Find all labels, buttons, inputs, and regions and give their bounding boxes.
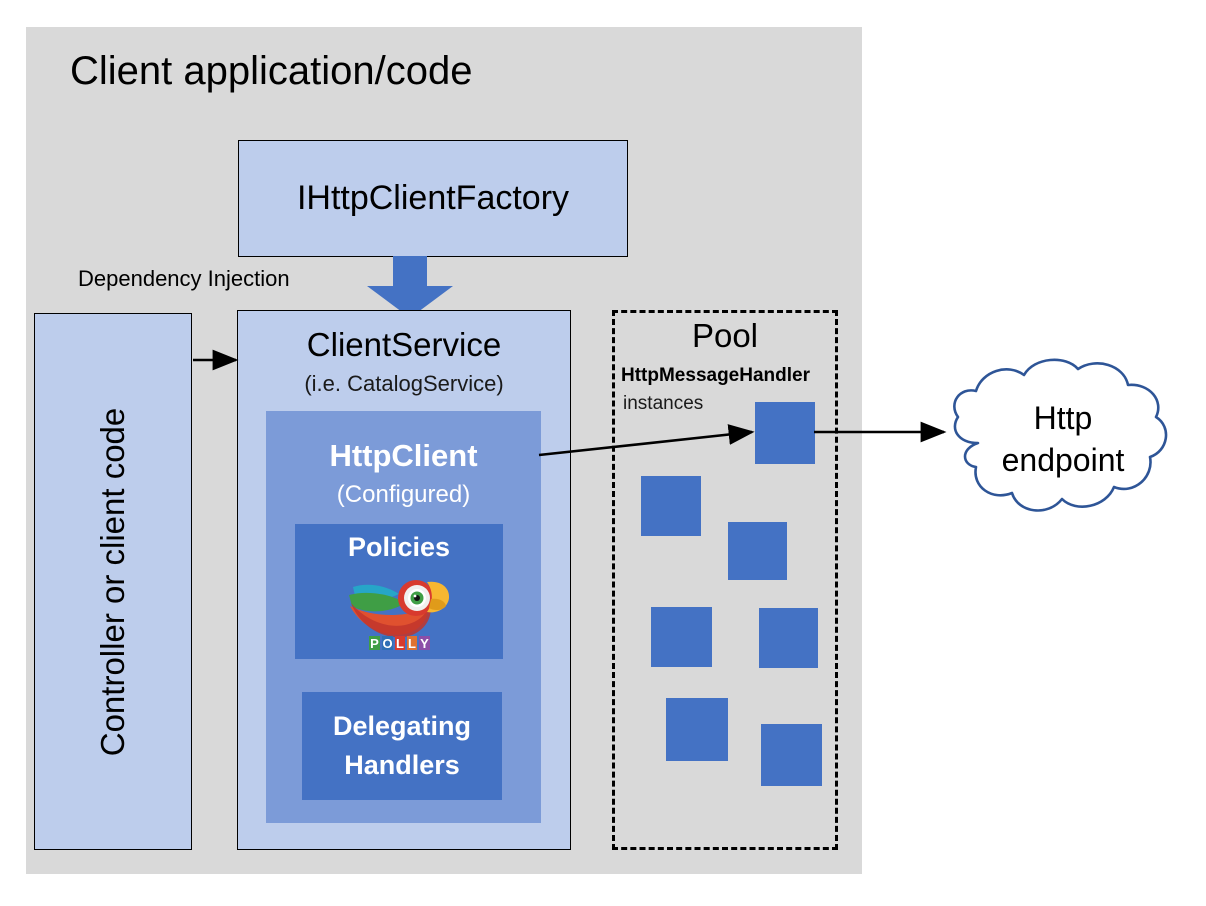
down-block-arrow-icon bbox=[367, 256, 453, 318]
dependency-injection-label: Dependency Injection bbox=[78, 266, 290, 291]
httpclient-subtitle: (Configured) bbox=[336, 481, 471, 508]
clientservice-subtitle: (i.e. CatalogService) bbox=[304, 371, 504, 396]
svg-text:P: P bbox=[370, 636, 379, 651]
ihttpclientfactory-box: IHttpClientFactory bbox=[238, 140, 628, 257]
clientservice-box: ClientService (i.e. CatalogService) Http… bbox=[237, 310, 571, 850]
svg-text:L: L bbox=[408, 636, 416, 651]
polly-parrot-logo-icon: P O L L Y bbox=[347, 570, 451, 652]
pool-subtitle-plain: instances bbox=[623, 393, 704, 414]
delegating-handlers-box: Delegating Handlers bbox=[302, 692, 502, 800]
policies-title: Policies bbox=[347, 532, 451, 562]
httpmessagehandler-instance bbox=[641, 476, 701, 536]
clientservice-title: ClientService bbox=[306, 326, 502, 363]
http-endpoint-line1: Http bbox=[1033, 400, 1093, 437]
httpmessagehandler-instance bbox=[728, 522, 787, 580]
httpmessagehandler-instance bbox=[651, 607, 712, 667]
httpmessagehandler-instance bbox=[755, 402, 815, 464]
svg-text:L: L bbox=[396, 636, 404, 651]
http-endpoint-line2: endpoint bbox=[1001, 442, 1125, 478]
http-endpoint-label: Http endpoint bbox=[938, 355, 1188, 525]
policies-box: Policies bbox=[295, 524, 503, 659]
pool-title: Pool bbox=[691, 317, 759, 354]
httpmessagehandler-instance bbox=[666, 698, 728, 761]
pool-subtitle-bold: HttpMessageHandler bbox=[621, 365, 810, 386]
http-endpoint-cloud: Http endpoint bbox=[938, 355, 1188, 525]
httpclient-box: HttpClient (Configured) Policies bbox=[266, 411, 541, 823]
pool-box: Pool HttpMessageHandler instances bbox=[612, 310, 838, 850]
delegating-handlers-line2: Handlers bbox=[344, 750, 460, 780]
controller-or-client-code-label: Controller or client code bbox=[94, 407, 131, 756]
svg-text:O: O bbox=[382, 636, 392, 651]
svg-text:Y: Y bbox=[420, 636, 429, 651]
httpmessagehandler-instance bbox=[759, 608, 818, 668]
delegating-handlers-label: Delegating Handlers bbox=[302, 692, 502, 800]
client-application-title: Client application/code bbox=[70, 49, 473, 93]
delegating-handlers-line1: Delegating bbox=[332, 710, 472, 741]
ihttpclientfactory-label: IHttpClientFactory bbox=[296, 179, 570, 217]
httpclient-title: HttpClient bbox=[329, 438, 478, 473]
httpmessagehandler-instance bbox=[761, 724, 822, 786]
controller-or-client-code-box: Controller or client code bbox=[34, 313, 192, 850]
